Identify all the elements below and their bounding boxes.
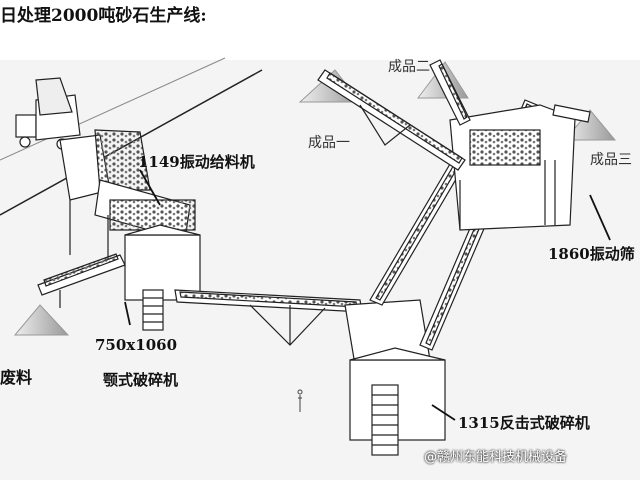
watermark: @赣州东能科技机械设备 <box>424 450 568 465</box>
diagram-title: 日处理2000吨砂石生产线: <box>0 6 207 26</box>
label-product-2: 成品二 <box>388 59 430 75</box>
label-waste: 废料 <box>0 368 33 387</box>
impact-crusher <box>344 299 446 456</box>
vibrating-screen <box>449 104 576 231</box>
label-vibrating-screen: 1860振动筛 <box>548 245 635 263</box>
label-product-3: 成品三 <box>590 152 632 168</box>
product-pile-3 <box>563 109 617 141</box>
waste-conveyor <box>37 253 126 308</box>
product-conveyor-2 <box>429 59 471 126</box>
jaw-crusher <box>124 224 201 331</box>
product-conveyor-1 <box>317 69 466 171</box>
label-product-1: 成品一 <box>308 135 350 151</box>
label-impact-crusher: 1315反击式破碎机 <box>458 414 590 432</box>
product-conveyor-3 <box>552 104 591 123</box>
vibrating-feeder <box>59 129 196 262</box>
label-jaw-crusher: 颚式破碎机 <box>103 371 179 389</box>
label-vibrating-feeder: 1149振动给料机 <box>138 153 255 171</box>
label-jaw-model: 750x1060 <box>95 336 178 354</box>
worker-figures <box>297 389 303 412</box>
label-leaders <box>124 169 611 421</box>
waste-pile <box>13 304 70 336</box>
